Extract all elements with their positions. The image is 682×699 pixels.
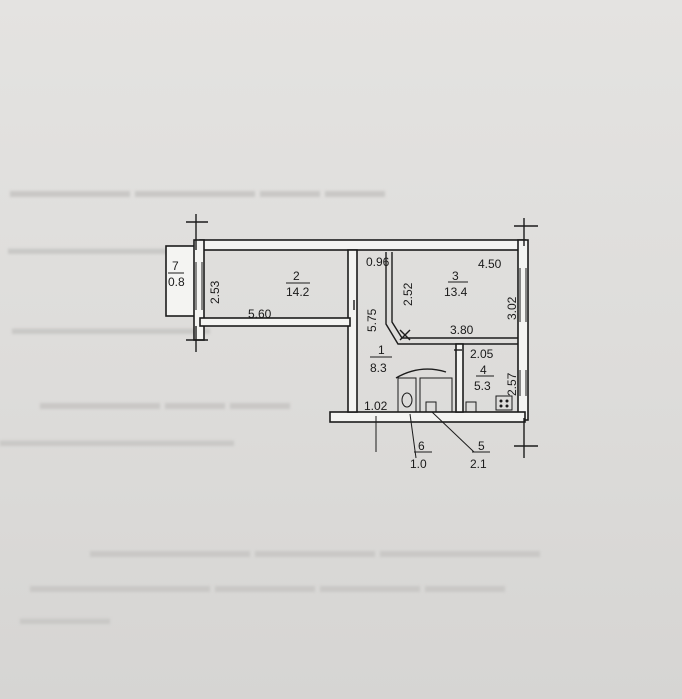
room-3-left-dim: 2.52 bbox=[401, 282, 415, 306]
stove-burner bbox=[505, 399, 509, 403]
bath-arc bbox=[395, 368, 447, 379]
room-3-area: 13.4 bbox=[444, 285, 468, 299]
stove-icon bbox=[495, 395, 513, 411]
room-1-area: 8.3 bbox=[370, 361, 387, 375]
room-6-number: 6 bbox=[418, 439, 425, 453]
leader-6 bbox=[409, 413, 417, 459]
sink-icon bbox=[425, 401, 437, 413]
wall-top bbox=[199, 239, 526, 251]
room-6-dim: 1.02 bbox=[364, 399, 388, 413]
ghost-text-line: ▬▬▬▬▬▬▬▬ ▬▬▬▬▬▬ ▬▬▬▬▬▬▬▬ bbox=[90, 540, 540, 562]
stove-burner bbox=[499, 399, 503, 403]
wall-room3-bottom bbox=[391, 252, 518, 339]
ghost-text-line: ▬▬▬▬▬▬▬▬▬▬▬ bbox=[12, 318, 210, 338]
ghost-text-line: ▬▬▬▬▬▬ ▬▬▬▬▬▬ ▬▬▬ ▬▬▬ bbox=[10, 180, 385, 202]
leader-5 bbox=[431, 411, 475, 453]
room-3-number: 3 bbox=[452, 269, 459, 283]
wall-room2-bottom bbox=[199, 317, 351, 327]
toilet-icon bbox=[401, 392, 413, 408]
wall-bottom bbox=[329, 411, 526, 423]
wall-room2-room1 bbox=[347, 249, 358, 413]
room-4-number: 4 bbox=[480, 363, 487, 377]
room-5-area: 2.1 bbox=[470, 457, 487, 471]
room-6-area: 1.0 bbox=[410, 457, 427, 471]
room-2-height: 5.75 bbox=[365, 308, 379, 332]
wc-room6 bbox=[397, 377, 417, 413]
ghost-text-line: ▬▬▬▬▬▬▬▬▬ ▬▬▬▬▬ ▬▬▬▬▬ ▬▬▬▬ bbox=[30, 575, 505, 597]
room-1-number: 1 bbox=[378, 343, 385, 357]
sink-kitchen-icon bbox=[465, 401, 477, 413]
wall-room4-left bbox=[455, 343, 464, 413]
room-4-top-dim: 2.05 bbox=[470, 347, 494, 361]
hatch bbox=[399, 329, 411, 341]
room-7-dim: 2.53 bbox=[208, 280, 222, 304]
ghost-text-line: ▬▬▬▬▬▬▬▬▬▬▬▬▬ bbox=[0, 430, 234, 450]
room-4-area: 5.3 bbox=[474, 379, 491, 393]
ghost-text-line: ▬▬▬▬▬ bbox=[20, 608, 110, 628]
room-3-bottom-dim: 3.80 bbox=[450, 323, 474, 337]
room-7-number: 7 bbox=[172, 259, 179, 273]
ghost-text-line: ▬▬▬▬▬▬ ▬▬▬ ▬▬▬ bbox=[40, 392, 290, 414]
room-2-width: 5.60 bbox=[248, 307, 272, 321]
room-1-dim: 0.96 bbox=[366, 255, 390, 269]
room-2-number: 2 bbox=[293, 269, 300, 283]
room-3-right-dim: 3.02 bbox=[505, 296, 519, 320]
room-3-top-dim: 4.50 bbox=[478, 257, 502, 271]
stove-burner bbox=[499, 404, 503, 408]
stove-burner bbox=[505, 404, 509, 408]
room-5-number: 5 bbox=[478, 439, 485, 453]
room-2-area: 14.2 bbox=[286, 285, 310, 299]
ghost-text-line: ▬▬▬▬▬▬▬▬▬ bbox=[8, 238, 170, 258]
room-4-right-dim: 2.57 bbox=[505, 372, 519, 396]
room-7-area: 0.8 bbox=[168, 275, 185, 289]
